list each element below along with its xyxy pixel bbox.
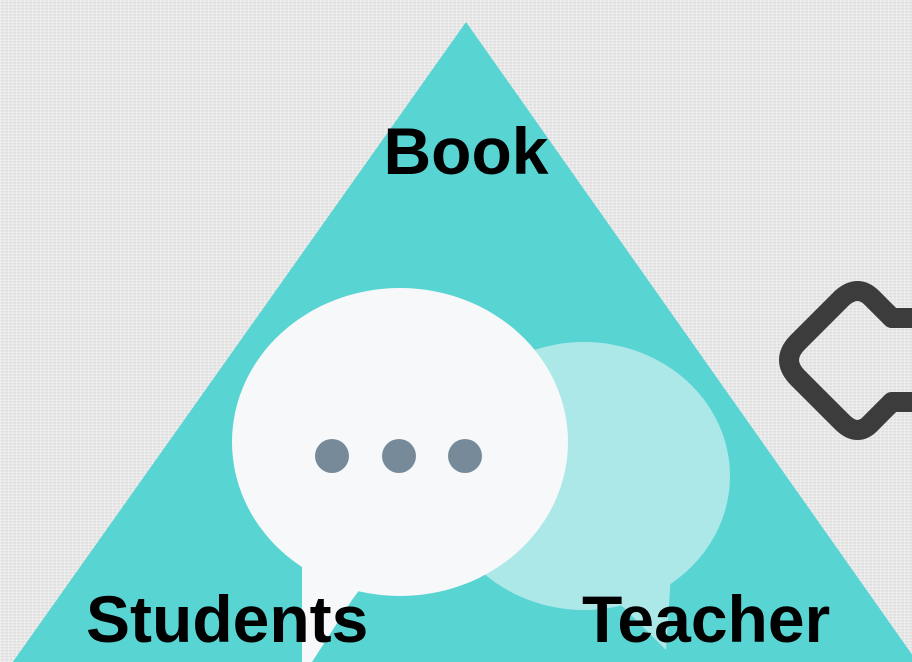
- typing-dot: [448, 439, 482, 473]
- students-label: Students: [86, 582, 369, 656]
- left-arrow-icon: [779, 281, 912, 440]
- typing-dot: [315, 439, 349, 473]
- teacher-label: Teacher: [582, 582, 831, 656]
- typing-dot: [382, 439, 416, 473]
- book-label: Book: [383, 114, 549, 188]
- speech-bubbles-icon: [232, 288, 730, 662]
